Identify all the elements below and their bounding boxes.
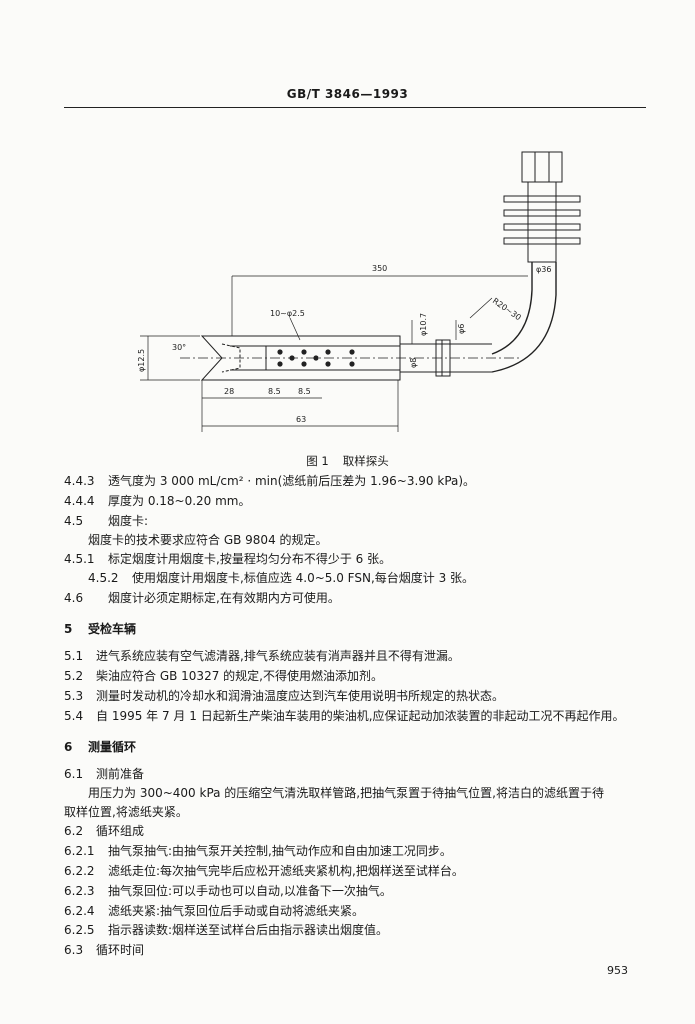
- header-rule: [64, 107, 646, 108]
- probe-stem: [527, 181, 557, 263]
- standard-code-header: GB/T 3846—1993: [286, 87, 409, 101]
- dim-8-5-a: 8.5: [268, 387, 281, 396]
- sampling-holes: [277, 349, 355, 367]
- probe-nut: [521, 151, 563, 183]
- cooling-fins: [503, 195, 581, 245]
- dim-350: 350: [372, 264, 387, 273]
- dim-28: 28: [224, 387, 234, 396]
- text-line: 用压力为 300~400 kPa 的压缩空气清洗取样管路,把抽气泵置于待抽气位置…: [88, 786, 604, 800]
- dim-10-holes: 10~φ2.5: [270, 309, 305, 318]
- page-number: 953: [607, 964, 628, 977]
- text-line: 烟度卡的技术要求应符合 GB 9804 的规定。: [88, 533, 328, 547]
- dim-8-5-b: 8.5: [298, 387, 311, 396]
- sampling-probe-figure: 350 10~φ2.5 φ10.7 φ6 φ8 φ36 R20~30 30° φ…: [137, 151, 581, 432]
- figure-caption: 图 1 取样探头: [0, 453, 695, 469]
- dim-d36: φ36: [536, 265, 551, 274]
- dim-d12-5: φ12.5: [137, 349, 146, 372]
- dim-d10-7: φ10.7: [419, 313, 428, 336]
- figure-caption-number: 图 1: [306, 454, 329, 468]
- dim-r20-30: R20~30: [491, 296, 523, 322]
- dim-30deg: 30°: [172, 343, 186, 352]
- dim-d6: φ6: [457, 324, 466, 334]
- text-line: 取样位置,将滤纸夹紧。: [64, 805, 188, 819]
- dim-d8: φ8: [409, 358, 418, 368]
- probe-bend: [491, 262, 533, 355]
- dim-63: 63: [296, 415, 306, 424]
- figure-caption-title: 取样探头: [342, 454, 389, 468]
